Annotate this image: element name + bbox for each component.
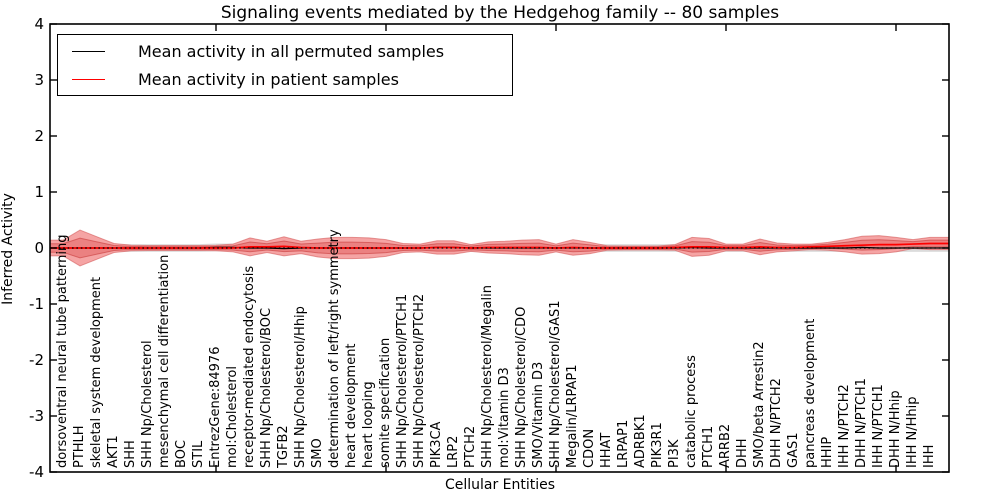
x-tick-label: TGFB2 [276,425,291,468]
x-tick-label: SHH Np/Cholesterol/BOC [259,307,274,468]
y-tick-label--2: -2 [29,351,44,369]
x-tick-label: heart looping [361,381,376,468]
x-tick-label: receptor-mediated endocytosis [242,265,257,468]
x-tick-label: PIK3R1 [650,422,665,468]
x-tick-label: IHH [922,444,937,468]
x-tick-label: pancreas development [803,318,818,468]
x-tick-label: HHAT [599,432,614,468]
y-tick-label--3: -3 [29,407,44,425]
x-tick-label: PTCH2 [463,425,478,468]
y-tick-label-0: 0 [34,239,44,257]
x-tick-label: AKT1 [106,435,121,468]
x-tick-label: IHH N/Hhip [905,396,920,469]
x-tick-label: PTHLH [72,425,87,468]
x-tick-label: SMO/beta Arrestin2 [752,341,767,468]
x-tick-label: EntrezGene:84976 [208,346,223,468]
x-tick-label: mesenchymal cell differentiation [157,254,172,468]
legend-entry-patient: Mean activity in patient samples [58,65,512,93]
x-tick-label: PIK3CA [429,421,444,468]
x-tick-label: SHH [123,440,138,468]
x-tick-label: catabolic process [684,355,699,468]
x-tick-label: SHH Np/Cholesterol/GAS1 [548,300,563,468]
legend-label: Mean activity in all permuted samples [138,41,445,61]
x-tick-label: GAS1 [786,432,801,469]
x-tick-label: DHH [735,438,750,468]
x-tick-label: LRP2 [446,435,461,468]
x-tick-label: STIL [191,440,206,468]
y-tick-label--4: -4 [29,463,44,481]
x-tick-label: CDON [582,428,597,468]
x-tick-label: mol:Vitamin D3 [497,367,512,468]
x-tick-label: heart development [344,343,359,468]
y-tick-label--1: -1 [29,295,44,313]
y-tick-label-2: 2 [34,127,44,145]
x-tick-label: skeletal system development [89,276,104,468]
x-tick-label: SHH Np/Cholesterol/Hhip [293,306,308,468]
x-tick-label: PTCH1 [701,425,716,468]
x-tick-label: PI3K [667,439,682,468]
chart-title: Signaling events mediated by the Hedgeho… [220,3,780,23]
legend-line-black [72,50,105,52]
y-axis-label: Inferred Activity [0,193,16,305]
x-tick-label: mol:Cholesterol [225,366,240,468]
plot-frame [49,23,950,473]
x-tick-label: DHH N/Hhip [888,390,903,468]
y-tick-label-4: 4 [34,15,44,33]
x-tick-label: SHH Np/Cholesterol/PTCH2 [412,293,427,468]
x-tick-label: LRPAP1 [616,419,631,468]
x-tick-label: BOC [174,440,189,468]
x-tick-label: SMO/Vitamin D3 [531,361,546,468]
x-tick-label: determination of left/right symmetry [327,229,342,468]
x-tick-label: HHIP [820,436,835,468]
x-tick-label: somite specification [378,337,393,468]
x-tick-label: IHH N/PTCH2 [837,384,852,468]
legend-entry-permuted: Mean activity in all permuted samples [58,37,512,65]
x-tick-label: Megalin/LRPAP1 [565,364,580,468]
x-tick-label: DHH N/PTCH2 [769,378,784,468]
x-tick-label: SHH Np/Cholesterol/PTCH1 [395,293,410,468]
legend-line-red [72,78,105,80]
x-tick-label: SHH Np/Cholesterol/CDO [514,306,529,468]
x-tick-label: ADRBK1 [633,414,648,468]
y-tick-label-1: 1 [34,183,44,201]
x-tick-label: dorsoventral neural tube patterning [55,234,70,468]
x-tick-label: IHH N/PTCH1 [871,384,886,468]
x-tick-label: SHH Np/Cholesterol [140,340,155,468]
x-tick-label: DHH N/PTCH1 [854,378,869,468]
x-axis-label: Cellular Entities [444,477,556,493]
legend-label: Mean activity in patient samples [138,69,399,89]
x-tick-label: SHH Np/Cholesterol/Megalin [480,285,495,468]
y-tick-label-3: 3 [34,71,44,89]
x-tick-label: ARRB2 [718,423,733,468]
legend: Mean activity in all permuted samples Me… [57,34,513,96]
x-tick-label: SMO [310,438,325,468]
